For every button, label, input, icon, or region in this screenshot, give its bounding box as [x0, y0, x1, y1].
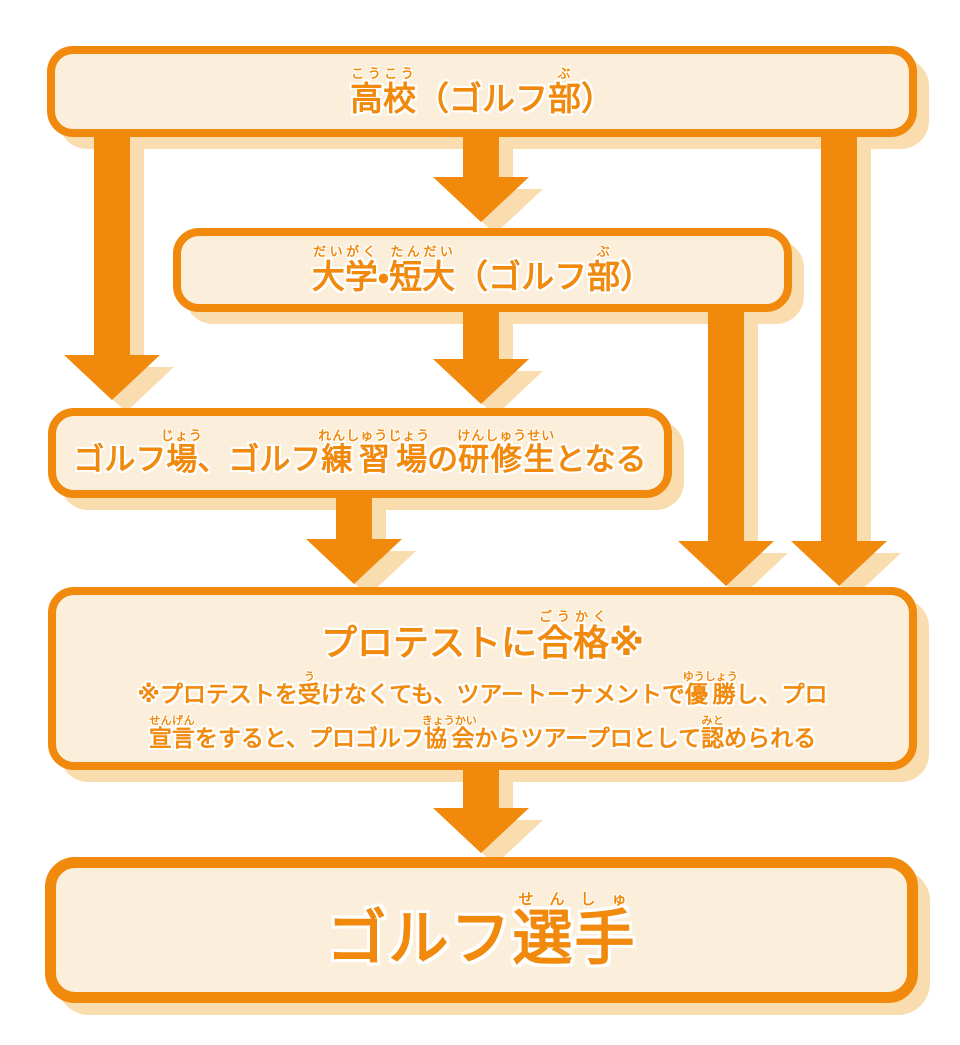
arrow-university-to-trainee: [433, 305, 529, 404]
node-protest-content: プロテストに合格ごうかく※ ※プロテストを受うけなくても、ツアートーナメントで優…: [56, 595, 909, 762]
arrow-shaft: [463, 763, 499, 810]
node-golfer: ゴルフ選手せんしゅ: [45, 857, 918, 1003]
arrow-shaft: [463, 305, 499, 361]
node-protest: プロテストに合格ごうかく※ ※プロテストを受うけなくても、ツアートーナメントで優…: [48, 587, 917, 770]
node-protest-note-line1: ※プロテストを受うけなくても、ツアートーナメントで優勝ゆうしょうし、プロ: [137, 669, 828, 708]
node-trainee: ゴルフ場じょう、ゴルフ練習場れんしゅうじょうの研修生けんしゅうせいとなる: [48, 408, 672, 498]
arrow-university-to-protest: [678, 305, 774, 586]
node-university: 大学だいがく・短大たんだい（ゴルフ部ぶ）: [173, 228, 792, 312]
arrow-highschool-to-protest: [791, 130, 887, 586]
arrow-down-head: [791, 541, 887, 586]
arrow-shaft: [463, 130, 499, 179]
arrow-down-head: [433, 177, 529, 222]
arrow-down-head: [433, 808, 529, 853]
node-university-label: 大学だいがく・短大たんだい（ゴルフ部ぶ）: [311, 245, 654, 297]
node-highschool-label: 高校こうこう（ゴルフ部ぶ）: [350, 66, 614, 118]
arrow-protest-to-golfer: [433, 763, 529, 853]
arrow-trainee-to-protest: [306, 492, 402, 584]
arrow-down-head: [306, 539, 402, 584]
arrow-shaft: [821, 130, 857, 543]
arrow-shaft: [94, 130, 130, 357]
arrow-down-head: [433, 359, 529, 404]
arrow-highschool-to-trainee: [64, 130, 160, 400]
arrow-highschool-to-university: [433, 130, 529, 222]
node-protest-note-line2: 宣言せんげんをすると、プロゴルフ協会きょうかいからツアープロとして認みとめられる: [148, 713, 817, 752]
arrow-shaft: [336, 492, 372, 541]
node-protest-title: プロテストに合格ごうかく※: [320, 609, 645, 664]
node-trainee-label: ゴルフ場じょう、ゴルフ練習場れんしゅうじょうの研修生けんしゅうせいとなる: [73, 429, 647, 479]
node-highschool: 高校こうこう（ゴルフ部ぶ）: [47, 46, 917, 137]
arrow-down-head: [64, 355, 160, 400]
arrow-down-head: [678, 541, 774, 586]
node-golfer-label: ゴルフ選手せんしゅ: [326, 889, 637, 974]
arrow-shaft: [708, 305, 744, 543]
